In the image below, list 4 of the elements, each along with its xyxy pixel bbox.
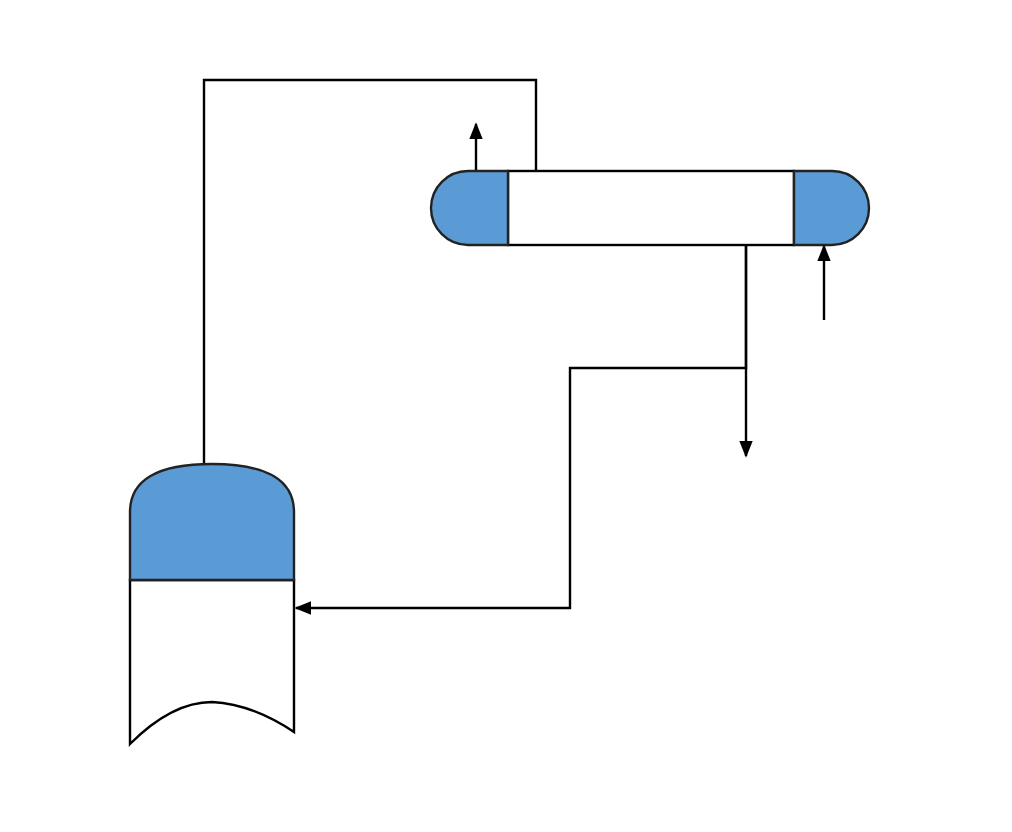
pipe-line — [202, 78, 538, 464]
arrow — [817, 244, 831, 320]
arrow — [294, 246, 748, 615]
arrow — [469, 122, 483, 170]
